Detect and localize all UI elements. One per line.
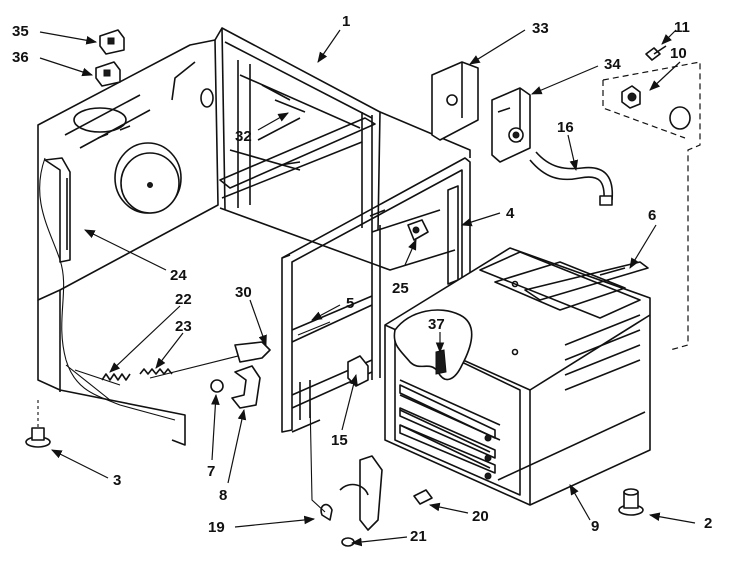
callout-10: 10: [670, 45, 687, 62]
part-2-leveling-leg: [618, 488, 644, 516]
callout-34: 34: [604, 56, 621, 73]
callout-labels: 1 2 3 4 5 6 7 8 9 10 11 15 16 19 20 21 2…: [12, 13, 712, 545]
callout-1: 1: [342, 13, 350, 30]
callout-37: 37: [428, 316, 445, 333]
part-30-bracket: [234, 341, 271, 363]
phantom-line: [602, 61, 701, 351]
callout-30: 30: [235, 284, 252, 301]
part-36-clip: [95, 61, 121, 87]
part-23-spring: [139, 368, 173, 375]
callout-20: 20: [472, 508, 489, 525]
callout-6: 6: [648, 207, 656, 224]
callout-7: 7: [207, 463, 215, 480]
callout-16: 16: [557, 119, 574, 136]
callout-33: 33: [532, 20, 549, 37]
callout-32: 32: [235, 128, 252, 145]
callout-15: 15: [331, 432, 348, 449]
part-15-hinge: [347, 355, 369, 387]
part-22-spring: [101, 373, 131, 381]
part-7-nut: [210, 379, 224, 393]
part-25-fitting: [407, 219, 429, 241]
part-33-bracket: [431, 61, 479, 141]
callout-11: 11: [674, 19, 690, 36]
callout-19: 19: [208, 519, 225, 536]
part-8-bracket: [231, 365, 261, 409]
part-21-washer: [341, 537, 355, 547]
callout-3: 3: [113, 472, 121, 489]
part-11-screw: [645, 45, 667, 61]
part-3-leveling-leg: [25, 400, 51, 448]
callout-21: 21: [410, 528, 427, 545]
callout-24: 24: [170, 267, 187, 284]
part-9-oven-cavity: [384, 247, 651, 506]
part-19-latch: [309, 399, 383, 531]
part-20-screw: [413, 489, 433, 505]
callout-35: 35: [12, 23, 29, 40]
part-5-rod: [297, 321, 331, 336]
callout-9: 9: [591, 518, 599, 535]
callout-23: 23: [175, 318, 192, 335]
callout-25: 25: [392, 280, 409, 297]
part-35-clip: [99, 29, 125, 55]
callout-36: 36: [12, 49, 29, 66]
callout-5: 5: [346, 295, 354, 312]
callout-22: 22: [175, 291, 192, 308]
leader-lines: [39, 29, 696, 547]
part-34-control-bracket: [491, 87, 531, 163]
callout-2: 2: [704, 515, 712, 532]
part-16-hose: [529, 159, 605, 201]
part-1-chassis-frame: [37, 27, 471, 446]
part-32-rail: [257, 117, 301, 141]
callout-4: 4: [506, 205, 515, 222]
callout-8: 8: [219, 487, 227, 504]
part-10-valve: [621, 85, 691, 130]
